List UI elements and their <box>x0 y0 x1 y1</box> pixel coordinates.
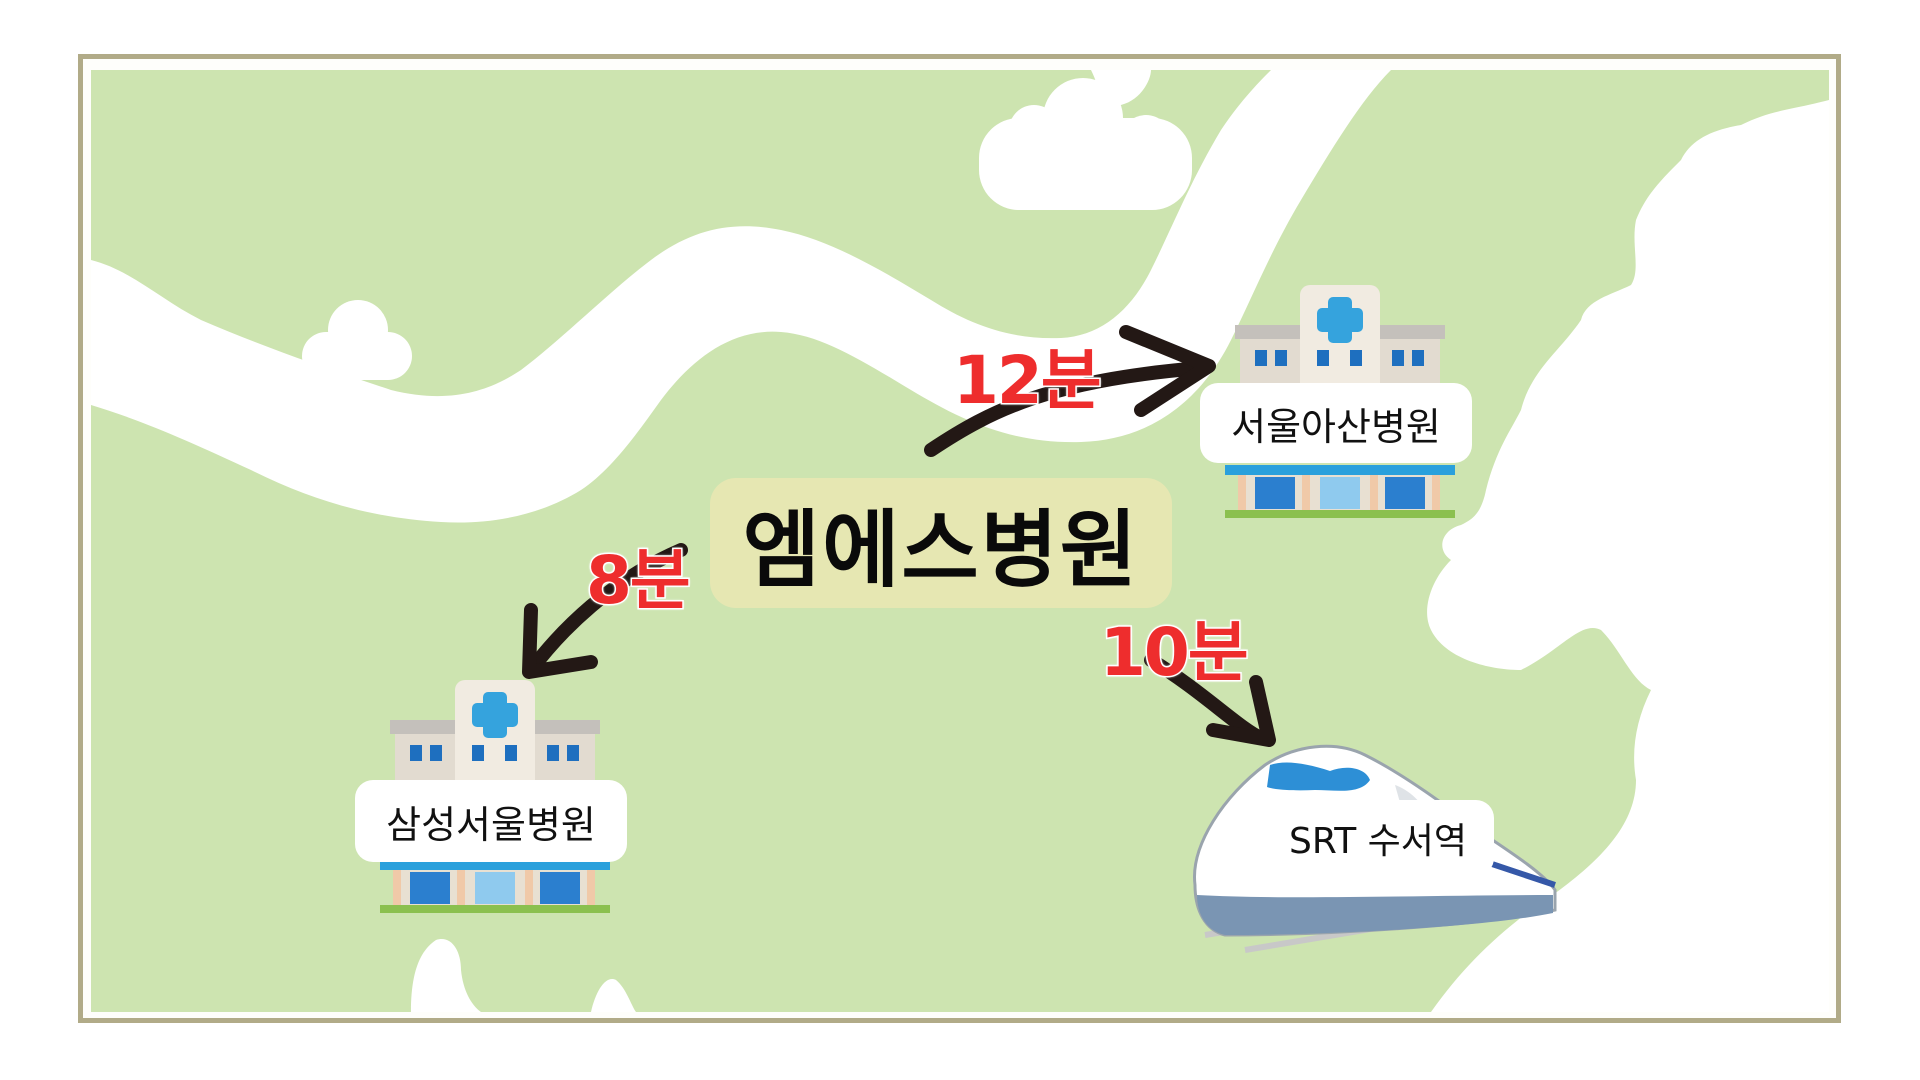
destination-label-samsung: 삼성서울병원 <box>355 780 627 862</box>
destination-label-srt: SRT 수서역 <box>1262 800 1494 876</box>
map-background <box>91 70 1829 1012</box>
arrow-icon <box>1144 653 1276 747</box>
cloud-icon <box>979 78 1192 210</box>
travel-time-samsung: 8분 <box>585 542 693 619</box>
center-location-label: 엠에스병원 <box>710 478 1172 608</box>
cloud-icon <box>302 300 412 380</box>
arrow-icon <box>924 325 1216 457</box>
travel-time-asan: 12분 <box>952 342 1104 419</box>
river <box>91 70 1391 523</box>
travel-time-srt: 10분 <box>1099 614 1251 691</box>
arrow-icon <box>522 543 688 679</box>
destination-label-asan: 서울아산병원 <box>1200 383 1472 463</box>
coastline <box>1427 100 1829 1012</box>
